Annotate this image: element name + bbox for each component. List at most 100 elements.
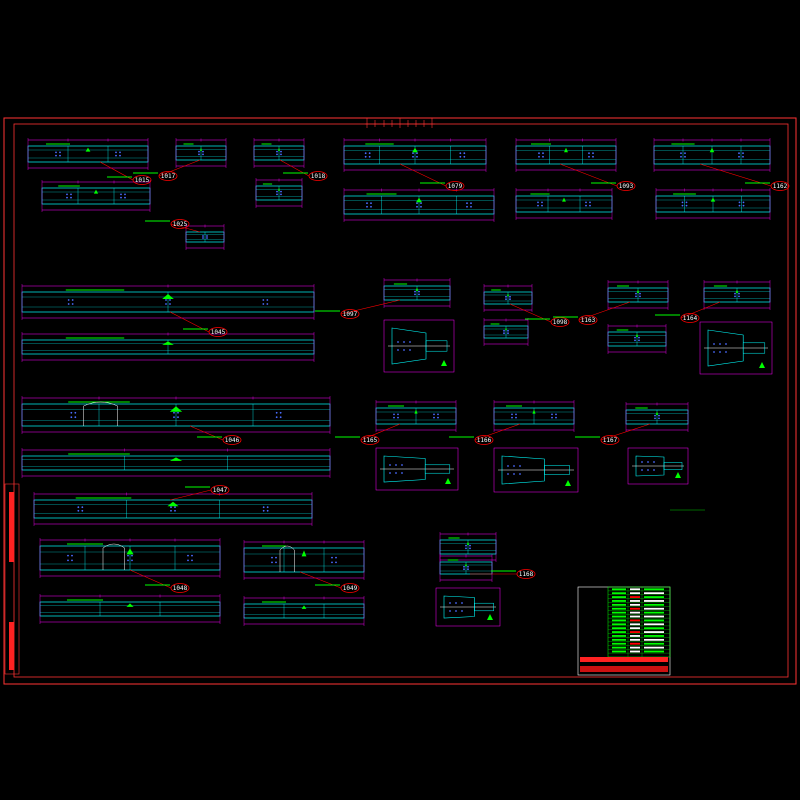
bolt-hole [738,204,741,207]
bolt-hole [174,509,176,512]
members-layer [21,138,773,627]
bolt-hole [169,303,171,305]
bolt-hole [67,299,70,301]
mark-callout: 1164 [655,301,721,323]
detail-frame [375,447,459,491]
bolt-hole [738,201,741,204]
bolt-hole [416,205,418,208]
leader-line [399,163,447,187]
bolt-hole [465,547,467,550]
bolt-hole [738,292,740,295]
bolt-hole [59,154,61,157]
member-view [439,532,497,562]
bolt-hole [463,152,466,155]
bolt-hole [71,559,73,562]
member-view [21,332,315,362]
bolt-hole [364,152,367,155]
bolt-hole [177,411,179,414]
title-block-cell [612,646,626,649]
bolt-hole [412,155,414,158]
bolt-hole [658,417,660,420]
detail-frame [699,321,773,375]
title-block-cell [644,627,664,630]
bolt-hole [266,299,269,301]
bolt-hole [119,151,121,154]
member-view [253,138,305,168]
bolt-hole [725,343,727,345]
bolt-hole [437,413,439,416]
bolt-hole [467,565,469,568]
bolt-hole [638,339,640,342]
callout-oval [170,583,190,593]
bolt-hole [734,295,736,298]
member-view [27,138,149,170]
bolt-hole [555,416,557,419]
callout-oval [445,181,465,191]
title-block-cell [612,603,626,606]
bolt-hole [366,202,368,205]
bolt-hole [266,303,269,305]
weld-symbol [278,147,280,151]
gusset-detail [493,447,579,493]
bolt-hole [115,154,117,157]
bolt-hole [551,416,553,419]
bolt-hole [684,152,686,155]
bolt-hole [513,465,515,467]
bolt-hole [70,193,72,196]
bolt-hole [173,416,175,419]
bolt-hole [280,193,282,196]
bolt-hole [202,237,204,239]
bolt-hole [389,464,391,466]
member-view [515,188,613,220]
bolt-hole [449,610,451,612]
bolt-hole [262,299,265,301]
bolt-hole [67,559,69,562]
bolt-hole [412,152,414,155]
bolt-hole [275,411,278,414]
bolt-hole [170,506,172,509]
bolt-hole [541,201,543,204]
bolt-hole [503,329,505,332]
bolt-hole [335,561,337,564]
gusset-detail [383,319,455,373]
bolt-hole [401,472,403,474]
bolt-hole [647,461,649,463]
bolt-hole [654,417,656,420]
weld-symbol [301,550,307,557]
bolt-hole [641,469,643,471]
bolt-hole [370,205,372,208]
weld-symbol [415,287,419,291]
bolt-hole [470,205,472,208]
title-block-cell [644,607,664,610]
leader-line [360,423,401,441]
bolt-hole [513,473,515,475]
member-view [21,284,315,320]
bolt-hole [734,292,736,295]
title-block-cell [630,627,640,630]
bolt-hole [397,341,399,343]
bolt-hole [266,506,269,509]
bolt-hole [276,150,278,153]
member-view [703,280,771,310]
bolt-hole [537,201,539,204]
title-block-cell [612,592,626,595]
title-block-cell [630,588,640,591]
bolt-hole [66,196,68,199]
member-view [243,540,365,580]
mark-callout: 1079 [399,163,465,191]
gusset-plate [501,455,545,485]
weld-symbol [505,327,507,331]
gusset-plate [443,595,475,619]
top-ruler [365,118,435,128]
callout-oval [578,315,598,325]
bolt-hole [370,202,372,205]
title-block-cell [644,603,664,606]
bolt-hole [127,559,129,562]
bolt-hole [409,341,411,343]
callout-oval [208,327,228,337]
bolt-hole [131,559,133,562]
bolt-hole [275,416,278,419]
bolt-hole [198,150,200,153]
bolt-hole [397,413,399,416]
bolt-hole [654,414,656,417]
